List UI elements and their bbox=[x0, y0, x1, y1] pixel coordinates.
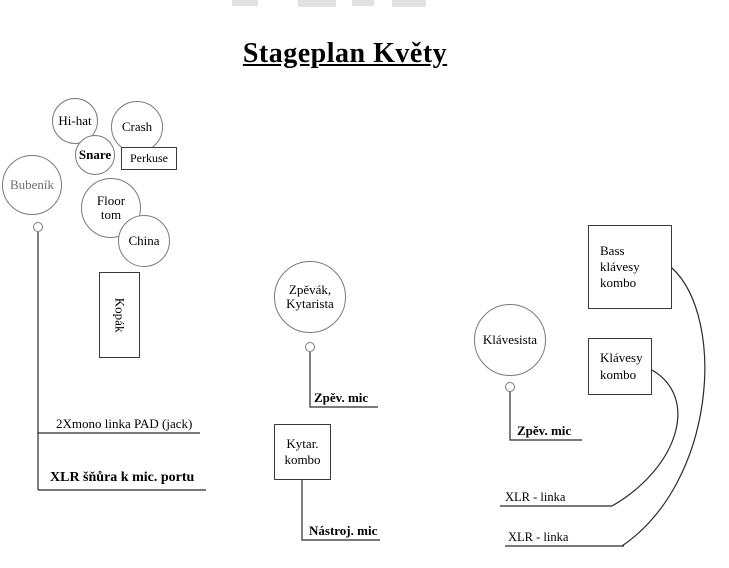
keys-combo-box: Klávesy kombo bbox=[588, 338, 652, 395]
singer-vocal-mic-label: Zpěv. mic bbox=[314, 390, 369, 405]
guitar-combo-box: Kytar. kombo bbox=[274, 424, 331, 480]
scan-artifact bbox=[352, 0, 374, 6]
crash-circle: Crash bbox=[111, 101, 163, 153]
singer-connector-dot bbox=[305, 342, 315, 352]
keyboardist-circle: Klávesista bbox=[474, 304, 546, 376]
scan-artifact bbox=[232, 0, 258, 6]
scan-artifact bbox=[298, 0, 336, 7]
floor-tom-label: Floor tom bbox=[96, 193, 126, 222]
singer-guitarist-circle: Zpěvák, Kytarista bbox=[274, 261, 346, 333]
drummer-circle: Bubeník bbox=[2, 155, 62, 215]
bass-keys-combo-box: Bass klávesy kombo bbox=[588, 225, 672, 309]
xlr-line-top-label: XLR - linka bbox=[505, 490, 566, 504]
keyboardist-connector-dot bbox=[505, 382, 515, 392]
keyboardist-label: Klávesista bbox=[482, 332, 538, 348]
drummer-connector-dot bbox=[33, 222, 43, 232]
pad-cable-label: 2Xmono linka PAD (jack) bbox=[56, 416, 193, 431]
snare-label: Snare bbox=[78, 147, 112, 163]
keys-combo-label: Klávesy kombo bbox=[600, 350, 643, 382]
hihat-label: Hi-hat bbox=[58, 113, 92, 129]
bass-keys-combo-label: Bass klávesy kombo bbox=[600, 242, 640, 291]
drummer-label: Bubeník bbox=[9, 177, 55, 193]
scan-artifact bbox=[392, 0, 426, 7]
bass-combo-xlr-curve bbox=[621, 267, 706, 547]
perkuse-label: Perkuse bbox=[130, 151, 168, 165]
guitar-combo-label: Kytar. kombo bbox=[284, 435, 321, 467]
keyboardist-vocal-mic-label: Zpěv. mic bbox=[517, 423, 572, 438]
china-circle: China bbox=[118, 215, 170, 267]
perkuse-box: Perkuse bbox=[121, 147, 177, 170]
kick-drum-box: Kopák bbox=[99, 272, 140, 358]
xlr-mic-cable-label: XLR šňůra k mic. portu bbox=[50, 470, 195, 485]
kick-drum-label: Kopák bbox=[112, 297, 128, 333]
instrument-mic-label: Nástroj. mic bbox=[309, 523, 378, 538]
crash-label: Crash bbox=[121, 119, 153, 135]
singer-guitarist-label: Zpěvák, Kytarista bbox=[286, 282, 334, 311]
snare-circle: Snare bbox=[75, 135, 115, 175]
china-label: China bbox=[128, 233, 160, 249]
diagram-title: Stageplan Květy bbox=[242, 38, 448, 69]
xlr-line-bottom-label: XLR - linka bbox=[508, 530, 569, 544]
